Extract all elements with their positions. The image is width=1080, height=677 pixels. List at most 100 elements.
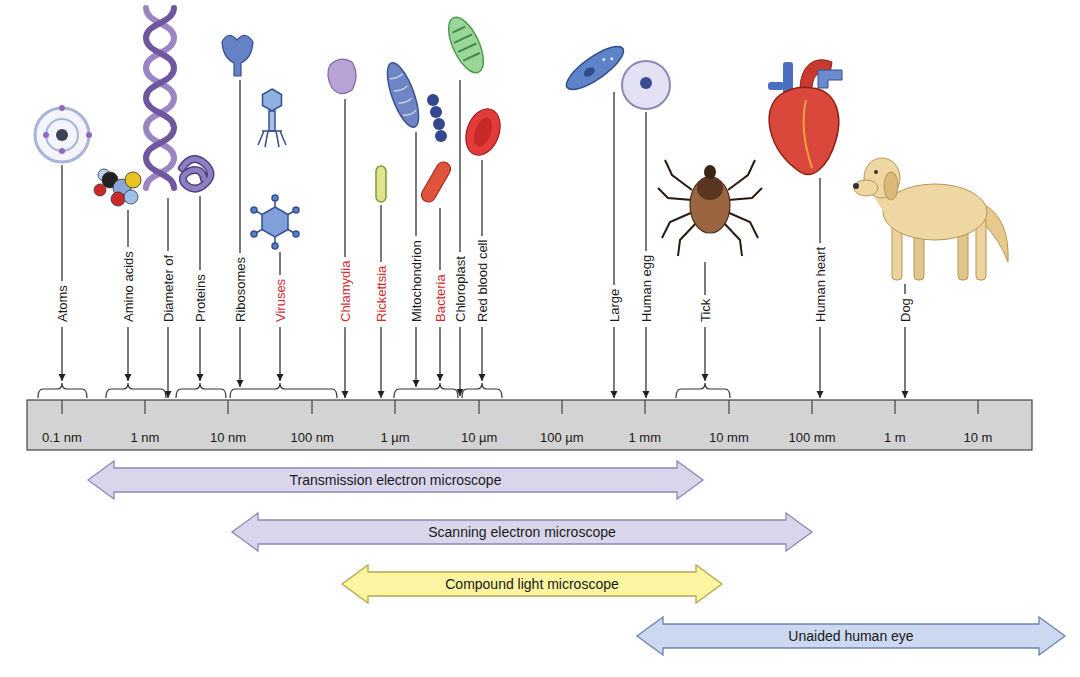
bacteriophage-icon [269,111,275,131]
tick-icon [658,160,762,256]
red-blood-cell-icon [470,115,495,149]
scale-item-label: Large [607,289,622,322]
leader-line [239,327,240,387]
heart-icon [768,60,842,175]
scale-tick-label: 10 µm [461,430,497,445]
leader-line [704,327,705,381]
leader-line [167,327,168,398]
scale-tick-label: 100 mm [789,430,836,445]
virus-icon [272,243,278,249]
range-bracket [38,383,87,398]
scale-tick-label: 100 µm [540,430,584,445]
leader-line [819,327,820,398]
scale-tick-label: 10 mm [709,430,749,445]
virus-icon [254,198,296,246]
dna-helix [146,8,174,188]
leader-line [459,327,460,396]
atom-icon [59,105,65,111]
microscope-label: Scanning electron microscope [428,523,616,541]
virus-icon [293,231,299,237]
leader-line [459,80,460,252]
bacteriophage-icon [258,131,286,147]
scale-item-label: Diameter of [161,255,176,322]
mitochondrion-icon [390,74,417,117]
amino-acid-icon [111,192,125,206]
scale-item-label: Human heart [813,247,828,322]
scale-item-label: Atoms [55,285,70,322]
red-blood-cell-icon [460,104,506,160]
leader-line [380,205,381,262]
double-arrow-shape [232,513,812,551]
leader-line [415,132,416,236]
leader-line [199,196,200,270]
scale-tick-label: 0.1 nm [42,430,82,445]
human-egg-icon [622,61,670,109]
dog-icon [884,172,898,200]
scale-item-label: Viruses [273,279,288,322]
cocci-icon [433,118,445,130]
leader-line [61,165,62,281]
range-bracket [676,383,730,398]
scale-tick-label: 100 nm [291,430,334,445]
heart-icon [818,70,842,88]
leader-line [199,327,200,381]
bacteriophage-icon [258,89,286,147]
scale-item-label: Human egg [639,255,654,322]
chlamydia-icon [328,59,356,93]
tick-icon [704,165,716,179]
leader-line [645,112,646,251]
virus-icon [251,195,299,249]
scale-item-label: Bacteria [433,274,448,322]
protozoan-icon [582,65,596,78]
leader-line [613,327,614,398]
microscope-range-arrow: Compound light microscope [342,564,722,604]
leader-line [439,327,440,381]
atom-icon [35,108,89,162]
bacterium-icon [419,159,453,204]
atom-icon [56,129,68,141]
range-bracket [176,383,226,398]
scale-tick-label: 1 mm [629,430,662,445]
leader-line [61,327,62,381]
scale-bar [27,400,1032,450]
leader-line [439,208,440,270]
leader-line [279,327,280,381]
leader-line [127,210,128,247]
leader-line [645,327,646,398]
atom-icon [46,119,78,151]
microscope-label: Compound light microscope [445,575,619,593]
leader-line [904,327,905,398]
leader-line [279,252,280,275]
virus-icon [293,207,299,213]
rickettsia-icon [376,166,386,202]
mitochondrion-icon [381,59,425,130]
scale-item-label: Amino acids [121,251,136,322]
protozoan-icon [602,57,606,61]
microscope-label: Unaided human eye [788,627,913,645]
scale-item-label: Red blood cell [475,240,490,322]
atom-icon [59,148,65,154]
chloroplast-icon [442,12,491,77]
mitochondrion-icon [381,59,425,130]
chlamydia-icon [328,59,356,93]
atom-icon [35,105,92,162]
scale-item-label: Rickettsia [374,266,389,322]
microscope-range-arrow: Scanning electron microscope [232,512,812,552]
leader-line [704,262,705,295]
leader-line [481,160,482,236]
bacteriophage-icon [263,89,282,111]
human-egg-icon [622,61,670,109]
scale-tick-label: 1 µm [381,430,410,445]
protozoan-icon [610,57,614,61]
leader-line [904,284,905,294]
red-blood-cell-icon [460,104,506,160]
range-bracket [230,383,337,398]
leader-line [481,327,482,381]
protein-icon [182,159,211,189]
microscope-range-arrow: Transmission electron microscope [88,460,703,500]
cocci-icon [430,106,442,118]
leader-line [344,99,345,257]
chloroplast-icon [442,12,491,77]
heart-icon [769,87,839,174]
